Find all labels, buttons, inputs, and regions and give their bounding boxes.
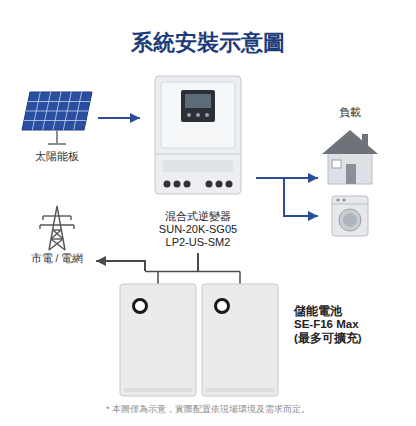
washer-icon-part — [343, 213, 357, 227]
battery-icon-part — [145, 272, 240, 285]
solar-panel-icon-part — [56, 130, 58, 144]
house-icon-part — [332, 160, 341, 168]
inverter-icon-part — [187, 113, 191, 117]
power-tower-icon-part — [49, 239, 63, 250]
washer-icon-part — [336, 198, 339, 201]
note-text: (最多可擴充) — [294, 332, 362, 346]
battery-icon-part — [145, 271, 240, 273]
inverter-icon-part — [163, 160, 233, 172]
battery-icon-part — [206, 388, 274, 392]
inverter-icon-part — [161, 82, 235, 148]
inverter-icon-part — [196, 113, 200, 117]
model-number: LP2-US-SM2 — [166, 236, 231, 249]
solar-panel-icon-part — [22, 92, 92, 130]
inverter-icon-part — [206, 181, 213, 188]
battery-icon-part — [120, 284, 196, 396]
power-tower-icon-part — [51, 238, 63, 239]
device-name: 混合式逆變器 — [165, 210, 231, 223]
solar-panel-icon-part — [48, 143, 66, 145]
node-label: 市電 / 電網 — [31, 252, 84, 265]
battery-icon-part — [239, 272, 241, 285]
battery-icon — [118, 270, 288, 398]
flow-arrow — [256, 178, 318, 216]
inverter-icon-part — [181, 90, 215, 122]
diagram-title: 系統安裝示意圖 — [0, 28, 416, 58]
battery-icon-part — [202, 284, 278, 396]
power-tower-icon-part — [40, 224, 74, 225]
inverter-icon-part — [226, 181, 233, 188]
grid-node: 市電 / 電網 — [18, 200, 96, 270]
load-node: 負載 — [318, 104, 382, 244]
battery-node: 儲能電池SE-F16 Max(最多可擴充) — [118, 270, 368, 398]
house-icon-part — [328, 152, 372, 184]
battery-icon-part — [124, 388, 192, 392]
power-tower-icon-part — [43, 215, 71, 216]
power-tower-icon-part — [51, 230, 61, 239]
power-tower-icon-part — [53, 230, 63, 239]
flow-arrow — [197, 253, 199, 271]
inverter-node: 混合式逆變器SUN-20K-SG05LP2-US-SM2 — [140, 72, 256, 253]
solar-panel-icon-part — [24, 120, 86, 121]
inverter-icon — [153, 74, 243, 198]
model-number: SE-F16 Max — [294, 318, 359, 332]
power-tower-icon-part — [70, 216, 71, 220]
house-icon — [320, 128, 380, 186]
flow-arrow — [98, 117, 140, 119]
washer-icon-part — [339, 209, 361, 231]
inverter-icon-part — [216, 181, 223, 188]
washer-icon — [330, 194, 370, 238]
washer-icon-part — [332, 204, 368, 205]
power-tower-icon-part — [51, 239, 65, 250]
node-label: 負載 — [339, 106, 361, 119]
solar-panel-icon — [20, 90, 94, 148]
solar-panel-icon-part — [26, 111, 88, 112]
battery-icon-part — [134, 300, 147, 313]
power-tower-icon-part — [73, 225, 74, 229]
power-tower-icon-part — [49, 206, 65, 250]
inverter-icon-part — [184, 181, 191, 188]
inverter-icon-part — [205, 113, 209, 117]
flow-arrow — [256, 177, 318, 179]
inverter-icon-part — [155, 154, 241, 155]
inverter-icon-part — [155, 76, 241, 194]
inverter-icon-part — [185, 94, 211, 108]
solar-panel-icon-part — [24, 92, 90, 130]
node-label: 太陽能板 — [35, 150, 79, 163]
model-number: SUN-20K-SG05 — [159, 223, 237, 236]
washer-icon-part — [332, 196, 368, 236]
inverter-icon-part — [174, 181, 181, 188]
footnote-caption: * 本圖僅為示意，實際配置依現場環境及需求而定。 — [0, 403, 416, 416]
inverter-icon-part — [164, 181, 171, 188]
house-icon-part — [346, 164, 356, 184]
power-tower-icon-part — [42, 216, 43, 220]
solar-panel-icon-part — [28, 101, 90, 102]
battery-icon-part — [157, 272, 159, 285]
flow-arrow — [96, 261, 145, 271]
solar-panel-node: 太陽能板 — [16, 88, 98, 166]
washer-icon-part — [342, 198, 345, 201]
house-icon-part — [322, 130, 378, 154]
device-name: 儲能電池 — [294, 304, 342, 318]
power-tower-icon — [37, 202, 77, 252]
power-tower-icon-part — [40, 206, 74, 250]
power-tower-icon-part — [39, 225, 40, 229]
battery-icon-part — [216, 300, 229, 313]
